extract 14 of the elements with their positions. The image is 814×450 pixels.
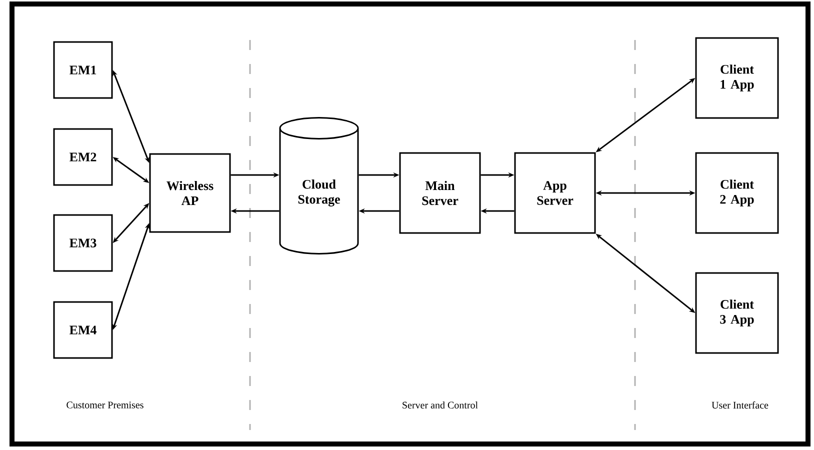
process-box: Main Server [399,152,481,234]
process-box: EM3 [53,214,113,272]
process-box: EM1 [53,41,113,99]
process-box: Wireless AP [149,153,231,233]
process-box: Client 3 App [695,272,779,354]
section-label: User Interface [712,401,768,409]
process-box: Client 1 App [695,37,779,119]
storage-cylinder: Cloud Storage [279,116,359,254]
process-box: EM2 [53,128,113,186]
process-box: EM4 [53,301,113,359]
section-label: Customer Premises [66,402,144,408]
process-box: Client 2 App [695,152,779,234]
process-box: App Server [514,152,596,234]
section-label: Server and Control [402,401,478,409]
